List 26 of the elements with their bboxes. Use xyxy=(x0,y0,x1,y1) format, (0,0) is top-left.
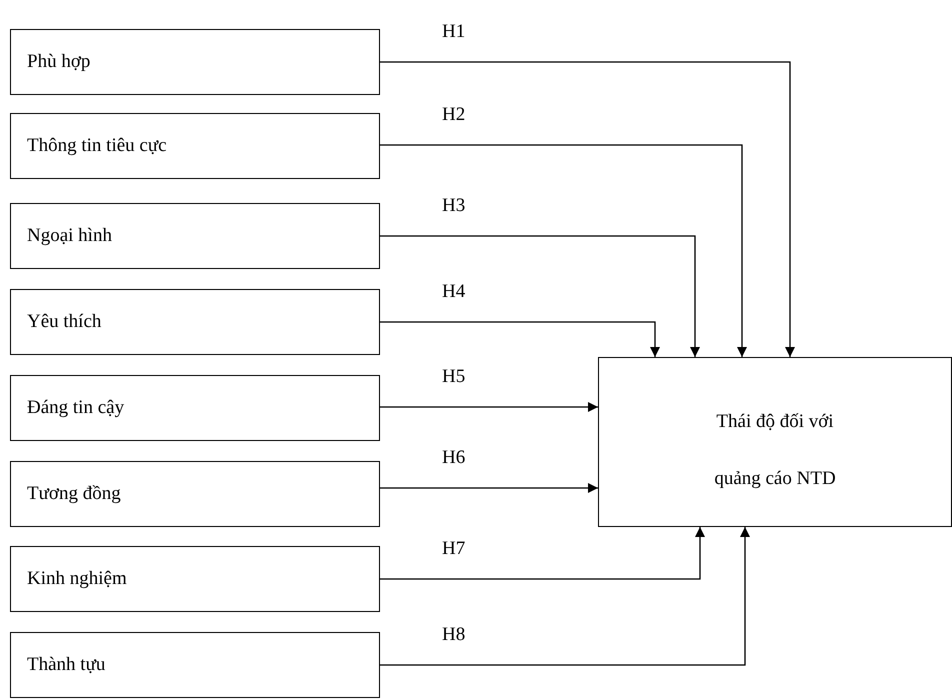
factor-box xyxy=(10,546,380,612)
node-text: Thành tựu xyxy=(27,654,106,676)
factor-box xyxy=(10,289,380,355)
arrow xyxy=(380,61,795,357)
arrow xyxy=(380,235,700,357)
node-text: Thái độ đối với quảng cáo NTD xyxy=(713,410,837,491)
factor-box xyxy=(10,113,380,179)
node-text: Đáng tin cậy xyxy=(27,397,124,419)
factor-box xyxy=(10,375,380,441)
arrow xyxy=(380,402,598,412)
node-text: Phù hợp xyxy=(27,51,90,73)
arrow xyxy=(380,527,750,666)
factor-box xyxy=(10,29,380,95)
arrow xyxy=(380,527,705,580)
outcome-box xyxy=(598,357,952,527)
node-text: Thông tin tiêu cực xyxy=(27,135,167,157)
factor-box xyxy=(10,203,380,269)
arrow xyxy=(380,483,598,493)
node-text: Tương đồng xyxy=(27,483,121,505)
factor-box xyxy=(10,632,380,698)
node-text: Yêu thích xyxy=(27,311,102,333)
node-text: Kinh nghiệm xyxy=(27,568,127,590)
node-text: Ngoại hình xyxy=(27,225,112,247)
arrow xyxy=(380,144,747,357)
factor-box xyxy=(10,461,380,527)
arrow xyxy=(380,321,660,357)
